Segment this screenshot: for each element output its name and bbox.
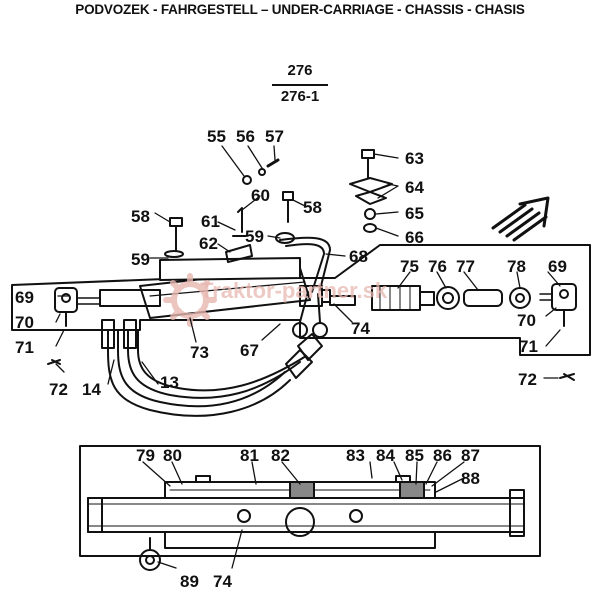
callout-86: 86 <box>433 446 452 465</box>
cotter-pin-right <box>559 373 575 381</box>
bracket-62 <box>225 244 253 263</box>
sheet-number-rule <box>272 84 328 86</box>
ball-joint-left <box>54 287 101 327</box>
hydraulic-hoses <box>101 319 323 417</box>
cotter-pin-left <box>47 359 61 365</box>
callout-58-left: 58 <box>131 207 150 226</box>
assembly-outline <box>11 244 591 356</box>
sheet-number: 276 <box>287 62 313 79</box>
callout-70-left: 70 <box>15 313 34 332</box>
washer-65 <box>364 208 376 220</box>
callout-77: 77 <box>456 257 475 276</box>
callout-85: 85 <box>405 446 424 465</box>
callout-64: 64 <box>405 178 424 197</box>
callout-72-right: 72 <box>518 370 537 389</box>
callout-82: 82 <box>271 446 290 465</box>
steering-cylinder <box>99 257 331 319</box>
callout-62: 62 <box>199 234 218 253</box>
callout-68: 68 <box>349 247 368 266</box>
callout-61: 61 <box>201 212 220 231</box>
callout-74-lower: 74 <box>213 572 232 591</box>
leader-lines <box>55 145 561 569</box>
callout-67: 67 <box>240 341 259 360</box>
callout-74-upper: 74 <box>351 319 370 338</box>
bolt-60-61 <box>232 207 247 237</box>
nut-66 <box>363 223 377 233</box>
callout-89: 89 <box>180 572 199 591</box>
ball-joint-right <box>539 283 577 327</box>
callout-58-right: 58 <box>303 198 322 217</box>
callout-71-right: 71 <box>519 337 538 356</box>
callout-13: 13 <box>160 373 179 392</box>
callout-59-left: 59 <box>131 250 150 269</box>
bolt-63 <box>361 149 375 179</box>
callout-14: 14 <box>82 380 101 399</box>
callout-55: 55 <box>207 127 226 146</box>
callout-66: 66 <box>405 228 424 247</box>
watermark-text: Traktor-partner.sk <box>200 278 388 303</box>
hydraulic-pipe-68 <box>279 236 331 338</box>
piston-rod-parts <box>329 285 531 311</box>
callout-65: 65 <box>405 204 424 223</box>
direction-arrow <box>491 196 550 242</box>
callout-87: 87 <box>461 446 480 465</box>
section-eye-89 <box>139 537 161 571</box>
callout-76: 76 <box>428 257 447 276</box>
callout-63: 63 <box>405 149 424 168</box>
callout-80: 80 <box>163 446 182 465</box>
callout-81: 81 <box>240 446 259 465</box>
callout-83: 83 <box>346 446 365 465</box>
callout-75: 75 <box>400 257 419 276</box>
callout-73: 73 <box>190 343 209 362</box>
clamp-64 <box>349 177 393 205</box>
callout-71-left: 71 <box>15 338 34 357</box>
callout-56: 56 <box>236 127 255 146</box>
callout-69-right: 69 <box>548 257 567 276</box>
callout-59-right: 59 <box>245 227 264 246</box>
page-title: PODVOZEK - FAHRGESTELL – UNDER-CARRIAGE … <box>75 2 525 17</box>
bolt-55-57 <box>242 158 280 185</box>
callout-88: 88 <box>461 469 480 488</box>
callout-84: 84 <box>376 446 395 465</box>
callout-labels: 55 56 57 58 58 59 59 60 61 62 63 64 65 6… <box>15 127 567 591</box>
callout-69-left: 69 <box>15 288 34 307</box>
section-frame <box>79 445 541 557</box>
callout-57: 57 <box>265 127 284 146</box>
bolt-58-left <box>164 217 184 258</box>
sheet-subnumber: 276-1 <box>280 88 320 105</box>
callout-79: 79 <box>136 446 155 465</box>
callout-78: 78 <box>507 257 526 276</box>
cylinder-section <box>87 475 525 549</box>
callout-72-left: 72 <box>49 380 68 399</box>
callout-60: 60 <box>251 186 270 205</box>
bolt-58-right <box>275 191 295 244</box>
callout-70-right: 70 <box>517 311 536 330</box>
